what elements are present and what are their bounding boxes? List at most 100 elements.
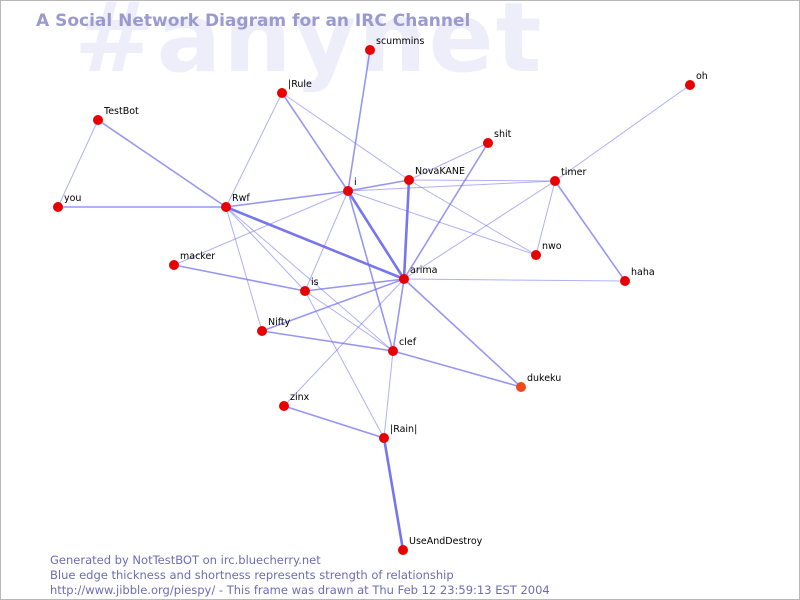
node-clef: clef <box>388 337 417 356</box>
node-label: clef <box>399 337 417 348</box>
edge-layer <box>57 49 691 552</box>
node-label: zinx <box>290 392 310 403</box>
node-label: nwo <box>542 241 562 252</box>
edge-rwf-nifty <box>225 206 263 332</box>
channel-watermark: #anynet <box>74 0 544 94</box>
node-label: UseAndDestroy <box>409 536 483 547</box>
edge-rwf-clef <box>225 206 394 352</box>
edge-is-clef <box>304 290 394 352</box>
edge-novakane-shit <box>408 142 489 181</box>
node-dot <box>398 545 408 555</box>
footer-legend-line: Blue edge thickness and shortness repres… <box>50 568 454 582</box>
node-you: you <box>53 193 81 212</box>
edge-rwf-is <box>225 206 306 292</box>
node-dot <box>365 45 375 55</box>
node-dot <box>399 274 409 284</box>
edge-arima-is <box>304 278 405 292</box>
node-dot <box>343 186 353 196</box>
edge-macker-is <box>173 264 306 292</box>
node-label: NovaKANE <box>415 166 465 177</box>
node-label: arima <box>410 265 437 276</box>
node-label: macker <box>180 251 215 262</box>
edge-i-clef <box>347 190 394 352</box>
node-dot <box>300 286 310 296</box>
node-dot <box>483 138 493 148</box>
footer-timestamp-line: http://www.jibble.org/piespy/ - This fra… <box>50 583 550 597</box>
node-dot <box>257 326 267 336</box>
edge-rwf-arima <box>224 205 406 281</box>
edge-zinx-irain <box>283 405 385 439</box>
node-testbot: TestBot <box>93 106 139 125</box>
edge-novakane-nwo <box>408 179 537 256</box>
footer: Generated by NotTestBOT on irc.bluecherr… <box>50 553 550 598</box>
node-oh: oh <box>685 71 708 90</box>
edge-i-arima <box>346 189 406 281</box>
edge-i-macker <box>173 190 349 266</box>
node-dukeku: dukeku <box>516 373 561 392</box>
edge-nifty-clef <box>261 330 394 352</box>
edge-arima-clef <box>392 278 405 352</box>
node-label: Nifty <box>268 317 291 328</box>
edge-irule-rwf <box>225 92 283 208</box>
node-label: TestBot <box>103 106 139 117</box>
edge-irain-useanddestroy <box>382 436 405 552</box>
node-dot <box>404 175 414 185</box>
node-dot <box>169 260 179 270</box>
edge-arima-dukeku <box>403 278 522 388</box>
node-label: dukeku <box>527 373 561 384</box>
node-dot <box>550 176 560 186</box>
edge-i-novakane <box>347 179 410 192</box>
diagram-title: A Social Network Diagram for an IRC Chan… <box>36 11 471 31</box>
node-label: shit <box>494 129 512 140</box>
node-scummins: scummins <box>365 36 424 55</box>
node-dot <box>685 80 695 90</box>
node-label: timer <box>561 167 586 178</box>
edge-arima-haha <box>403 278 626 282</box>
edge-timer-arima <box>403 180 556 280</box>
edge-clef-irain <box>383 350 394 439</box>
node-irain: |Rain| <box>379 424 417 443</box>
node-zinx: zinx <box>279 392 310 411</box>
node-dot <box>221 202 231 212</box>
node-label: scummins <box>376 36 424 47</box>
node-nifty: Nifty <box>257 317 291 336</box>
node-i: i <box>343 177 357 196</box>
node-label: i <box>354 177 357 188</box>
node-label: Rwf <box>232 193 250 204</box>
edge-i-is <box>304 190 349 292</box>
edge-arima-nifty <box>261 278 405 332</box>
node-dot <box>279 401 289 411</box>
node-nwo: nwo <box>531 241 562 260</box>
edge-irule-novakane <box>281 92 410 181</box>
edge-novakane-arima <box>402 178 411 281</box>
node-dot <box>516 382 526 392</box>
edge-i-timer <box>347 180 556 192</box>
node-label: |Rule <box>288 79 312 90</box>
node-dot <box>379 433 389 443</box>
edge-i-nwo <box>347 190 537 256</box>
edge-scummins-i <box>347 49 371 192</box>
node-novakane: NovaKANE <box>404 166 465 185</box>
node-dot <box>388 346 398 356</box>
edge-rwf-i <box>225 190 349 208</box>
node-is: is <box>300 277 319 296</box>
edge-testbot-rwf <box>97 119 227 208</box>
edge-irule-i <box>281 92 349 192</box>
edge-timer-nwo <box>535 180 556 256</box>
node-timer: timer <box>550 167 586 186</box>
node-dot <box>531 250 541 260</box>
edge-novakane-timer <box>408 179 556 182</box>
node-dot <box>620 276 630 286</box>
node-label: |Rain| <box>390 424 417 435</box>
edge-testbot-you <box>57 119 99 208</box>
edge-shit-arima <box>403 142 489 280</box>
node-label: is <box>311 277 319 288</box>
node-dot <box>277 88 287 98</box>
node-dot <box>53 202 63 212</box>
node-rwf: Rwf <box>221 193 250 212</box>
footer-generator-line: Generated by NotTestBOT on irc.bluecherr… <box>50 553 321 567</box>
edge-arima-zinx <box>283 278 405 407</box>
node-macker: macker <box>169 251 215 270</box>
